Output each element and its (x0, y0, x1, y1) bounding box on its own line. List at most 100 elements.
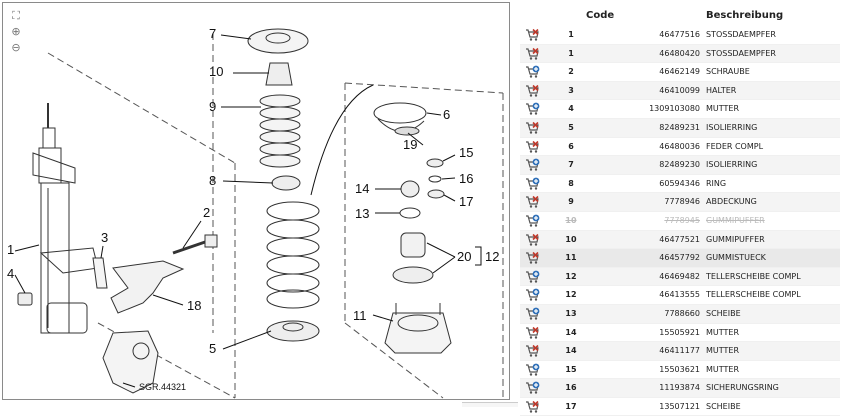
cart-remove-icon[interactable] (525, 140, 540, 154)
row-code: 13507121 (659, 401, 700, 411)
cart-remove-icon[interactable] (525, 344, 540, 358)
callout-17[interactable]: 17 (459, 194, 474, 209)
cart-remove-icon[interactable] (525, 121, 540, 135)
callout-11[interactable]: 11 (353, 308, 367, 323)
cart-remove-icon[interactable] (525, 326, 540, 340)
table-row[interactable]: 5 82489231 ISOLIERRING (520, 118, 840, 138)
row-position: 1 (568, 48, 574, 58)
row-code: 46480036 (659, 141, 700, 151)
cart-add-icon[interactable] (525, 177, 540, 191)
callout-8[interactable]: 8 (209, 173, 217, 188)
row-description: SICHERUNGSRING (706, 383, 779, 393)
row-code: 46462149 (659, 67, 700, 77)
callout-9[interactable]: 9 (209, 99, 217, 114)
cart-add-icon[interactable] (525, 288, 540, 302)
cart-add-icon[interactable] (525, 65, 540, 79)
zoom-in-icon[interactable]: ⊕ (11, 25, 21, 38)
row-code: 46477516 (659, 30, 700, 39)
cart-add-icon[interactable] (525, 381, 540, 395)
callout-18[interactable]: 18 (187, 298, 202, 313)
cart-add-icon[interactable] (525, 102, 540, 116)
row-description: ISOLIERRING (706, 122, 758, 132)
callout-20[interactable]: 20 (457, 249, 472, 264)
row-description: RING (706, 178, 727, 188)
parts-table-header: Code Beschreibung (520, 6, 840, 26)
cart-remove-icon[interactable] (525, 47, 540, 61)
row-description: TELLERSCHEIBE COMPL (706, 290, 801, 300)
row-position: 12 (565, 271, 577, 281)
cart-remove-icon[interactable] (525, 251, 540, 265)
callout-2[interactable]: 2 (203, 205, 211, 220)
callout-7[interactable]: 7 (209, 26, 217, 41)
callout-16[interactable]: 16 (459, 171, 474, 186)
cart-remove-icon[interactable] (525, 233, 540, 247)
row-code: 7778946 (664, 197, 700, 207)
row-position: 15 (565, 364, 577, 374)
callout-14[interactable]: 14 (355, 181, 370, 196)
row-description: SCHEIBE (706, 401, 741, 411)
zoom-out-icon[interactable]: ⊖ (11, 41, 21, 54)
exploded-parts-diagram[interactable]: ⛶ ⊕ ⊖ (2, 2, 510, 400)
row-code: 82489230 (659, 160, 700, 170)
row-description: STOSSDAEMPFER (706, 30, 776, 39)
callout-15[interactable]: 15 (459, 145, 474, 160)
column-header-description: Beschreibung (706, 10, 784, 21)
cart-add-icon[interactable] (525, 214, 540, 228)
callout-1[interactable]: 1 (7, 242, 15, 257)
cart-remove-icon[interactable] (525, 195, 540, 209)
zoom-reset-icon[interactable]: ⛶ (12, 9, 20, 22)
callout-13[interactable]: 13 (355, 206, 370, 221)
row-code: 7778945 (664, 215, 700, 225)
row-description: HALTER (706, 85, 737, 95)
callout-4[interactable]: 4 (7, 266, 15, 281)
scroll-handle[interactable] (462, 402, 518, 407)
callout-6[interactable]: 6 (443, 107, 451, 122)
row-position: 11 (565, 253, 577, 263)
row-code: 15503621 (659, 364, 700, 374)
row-description: STOSSDAEMPFER (706, 48, 776, 58)
row-description: MUTTER (706, 104, 740, 114)
row-code: 60594346 (659, 178, 700, 188)
callout-19[interactable]: 19 (403, 137, 418, 152)
callout-3[interactable]: 3 (101, 230, 109, 245)
table-row[interactable]: 1 46477516 STOSSDAEMPFER (520, 26, 840, 45)
cart-remove-icon[interactable] (525, 28, 540, 42)
row-position: 5 (568, 122, 574, 132)
cart-remove-icon[interactable] (525, 84, 540, 98)
cart-add-icon[interactable] (525, 363, 540, 377)
row-code: 82489231 (659, 122, 700, 132)
cart-add-icon[interactable] (525, 270, 540, 284)
callout-5[interactable]: 5 (209, 341, 217, 356)
callout-12[interactable]: 12 (485, 249, 500, 264)
cart-add-icon[interactable] (525, 158, 540, 172)
row-description: ISOLIERRING (706, 160, 758, 170)
coil-spring (266, 201, 320, 309)
row-code: 46469482 (659, 271, 700, 281)
row-position: 9 (568, 197, 574, 207)
row-description: FEDER COMPL (706, 141, 764, 151)
cart-remove-icon[interactable] (525, 400, 540, 414)
row-position: 1 (568, 30, 574, 39)
callout-10[interactable]: 10 (209, 64, 224, 79)
cart-add-icon[interactable] (525, 307, 540, 321)
